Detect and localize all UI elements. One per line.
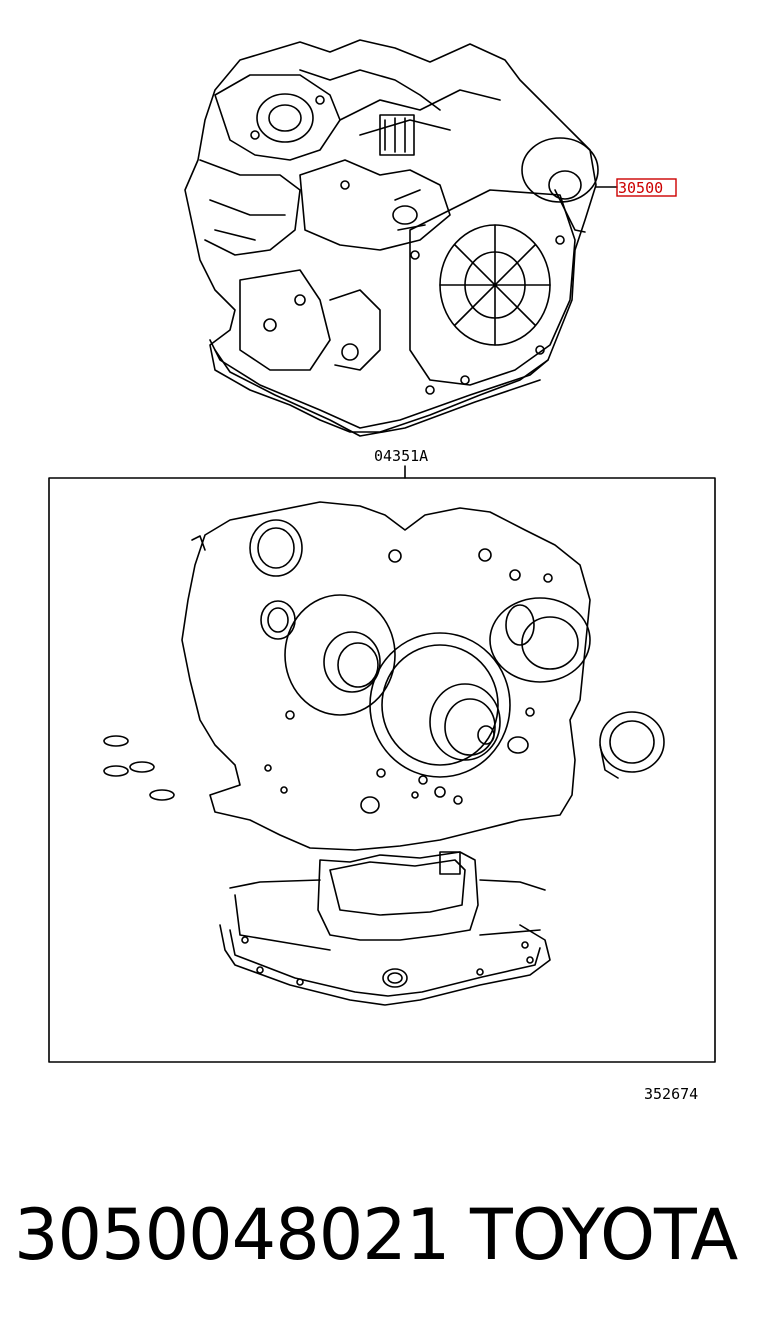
brand-name: TOYOTA [470, 1194, 738, 1276]
parts-diagram: 30500 04351A 352674 [48, 39, 716, 1103]
kit-frame [48, 477, 716, 1063]
callout-label-main: 30500 [618, 179, 663, 197]
callout-highlight-box [616, 178, 677, 197]
gasket-kit-drawing [103, 501, 665, 1006]
callout-30500[interactable]: 30500 [616, 178, 677, 197]
diagram-reference-id: 352674 [644, 1085, 698, 1103]
part-number: 3050048021 [14, 1194, 450, 1276]
transmission-assembly-drawing [184, 39, 599, 437]
part-footer: 3050048021 TOYOTA [0, 1180, 760, 1290]
callout-label-kit[interactable]: 04351A [374, 447, 428, 465]
